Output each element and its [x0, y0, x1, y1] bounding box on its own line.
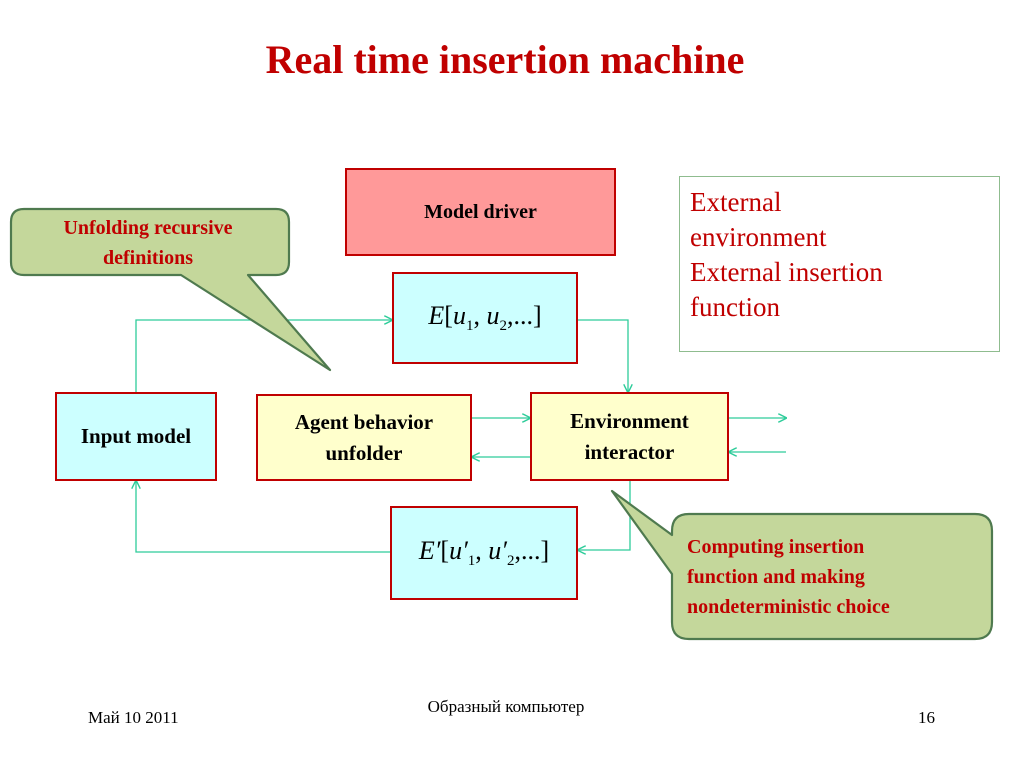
expression-bottom: E′[u′1, u′2,...]: [418, 536, 550, 569]
callout-unfolding-text: Unfolding recursive definitions: [63, 217, 233, 269]
footer-date: Май 10 2011: [88, 708, 179, 727]
callout-right-shape: [610, 489, 994, 641]
callout-computing-text: Computing insertion function and making …: [687, 536, 890, 618]
callout-left-shape: [9, 207, 332, 372]
input-model-box: Input model: [55, 392, 217, 481]
expression-top: E[u1, u2,...]: [428, 301, 542, 334]
wire-expr-bottom-to-input: [136, 481, 390, 553]
wire-input-to-expr-top: [135, 320, 392, 392]
external-line: function: [690, 292, 780, 323]
model-driver-box: Model driver: [345, 168, 616, 256]
expression-box-top: E[u1, u2,...]: [392, 272, 578, 364]
footer-title: Образный компьютер: [427, 697, 585, 716]
model-driver-label: Model driver: [424, 200, 537, 223]
wire-expr-top-to-env: [578, 319, 628, 392]
external-environment-box: External environment External insertion …: [679, 176, 1000, 352]
slide-title: Real time insertion machine: [265, 37, 745, 82]
expression-box-bottom: E′[u′1, u′2,...]: [390, 506, 578, 600]
external-line: External: [690, 187, 782, 217]
external-line: External insertion: [690, 257, 883, 288]
input-model-label: Input model: [80, 424, 192, 448]
slide-number: 16: [918, 708, 935, 727]
external-line: environment: [690, 222, 827, 253]
